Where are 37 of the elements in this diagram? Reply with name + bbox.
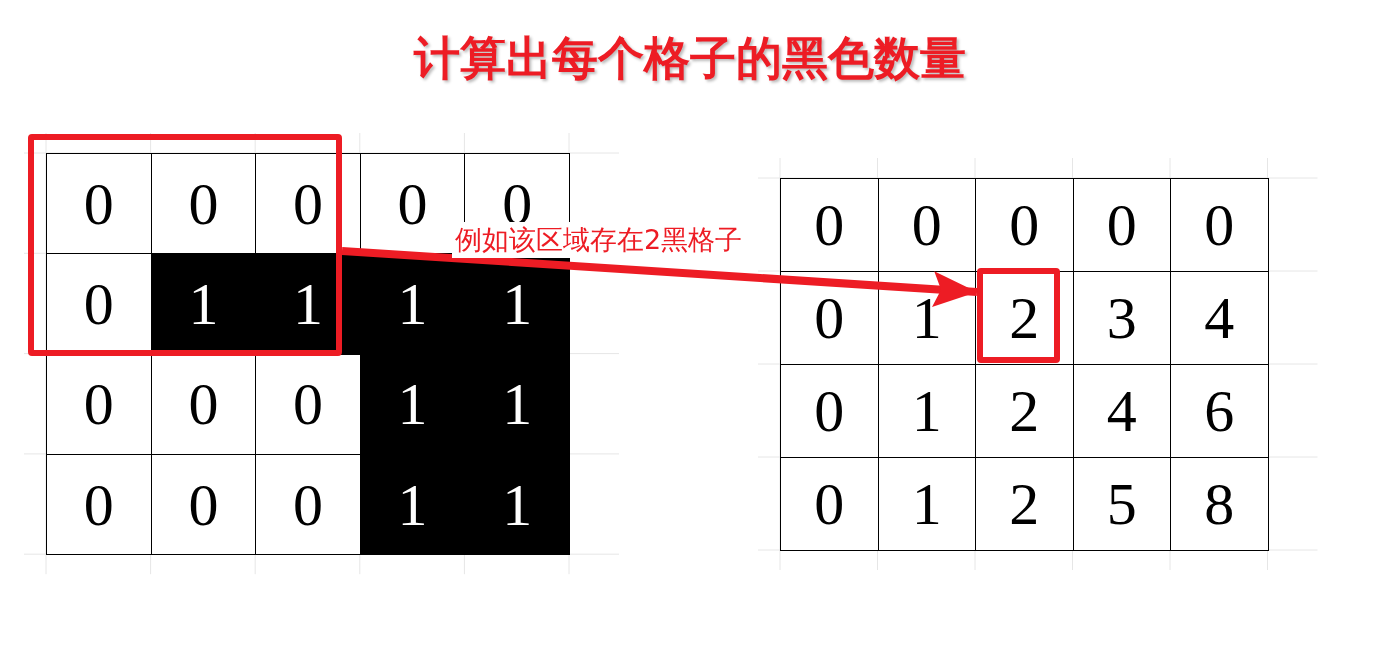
table-cell: 0 <box>877 178 976 272</box>
table-cell: 0 <box>46 453 152 556</box>
table-cell: 8 <box>1170 457 1269 551</box>
table-cell: 0 <box>975 178 1074 272</box>
table-cell: 0 <box>150 453 257 556</box>
table-cell: 5 <box>1072 457 1171 551</box>
table-cell: 2 <box>975 364 1074 458</box>
table-cell: 2 <box>975 457 1074 551</box>
table-cell: 0 <box>780 457 879 551</box>
table-cell: 0 <box>1072 178 1171 272</box>
title: 计算出每个格子的黑色数量 <box>412 30 967 87</box>
table-cell: 1 <box>464 353 570 455</box>
table-cell: 1 <box>877 364 976 458</box>
table-cell: 0 <box>780 271 879 365</box>
table-cell: 1 <box>359 453 466 556</box>
highlight-frame <box>977 268 1060 363</box>
table-cell: 0 <box>255 353 361 455</box>
table-cell: 0 <box>150 153 257 255</box>
table-cell: 0 <box>255 153 361 255</box>
table-cell: 0 <box>46 153 152 255</box>
table-cell: 0 <box>46 353 152 455</box>
table-cell: 0 <box>150 353 257 455</box>
table-cell: 0 <box>1170 178 1269 272</box>
arrow <box>341 247 978 308</box>
table-cell: 0 <box>255 453 361 556</box>
table-cell: 1 <box>877 457 976 551</box>
table-cell: 0 <box>780 364 879 458</box>
table-cell: 1 <box>359 353 466 455</box>
table-cell: 3 <box>1072 271 1171 365</box>
table-cell: 6 <box>1170 364 1269 458</box>
table-cell: 1 <box>464 453 570 556</box>
table-cell: 1 <box>359 253 466 355</box>
table-cell: 4 <box>1072 364 1171 458</box>
table-cell: 1 <box>255 253 361 355</box>
highlight-frame <box>28 134 342 356</box>
table-cell: 4 <box>1170 271 1269 365</box>
table-cell: 0 <box>780 178 879 272</box>
